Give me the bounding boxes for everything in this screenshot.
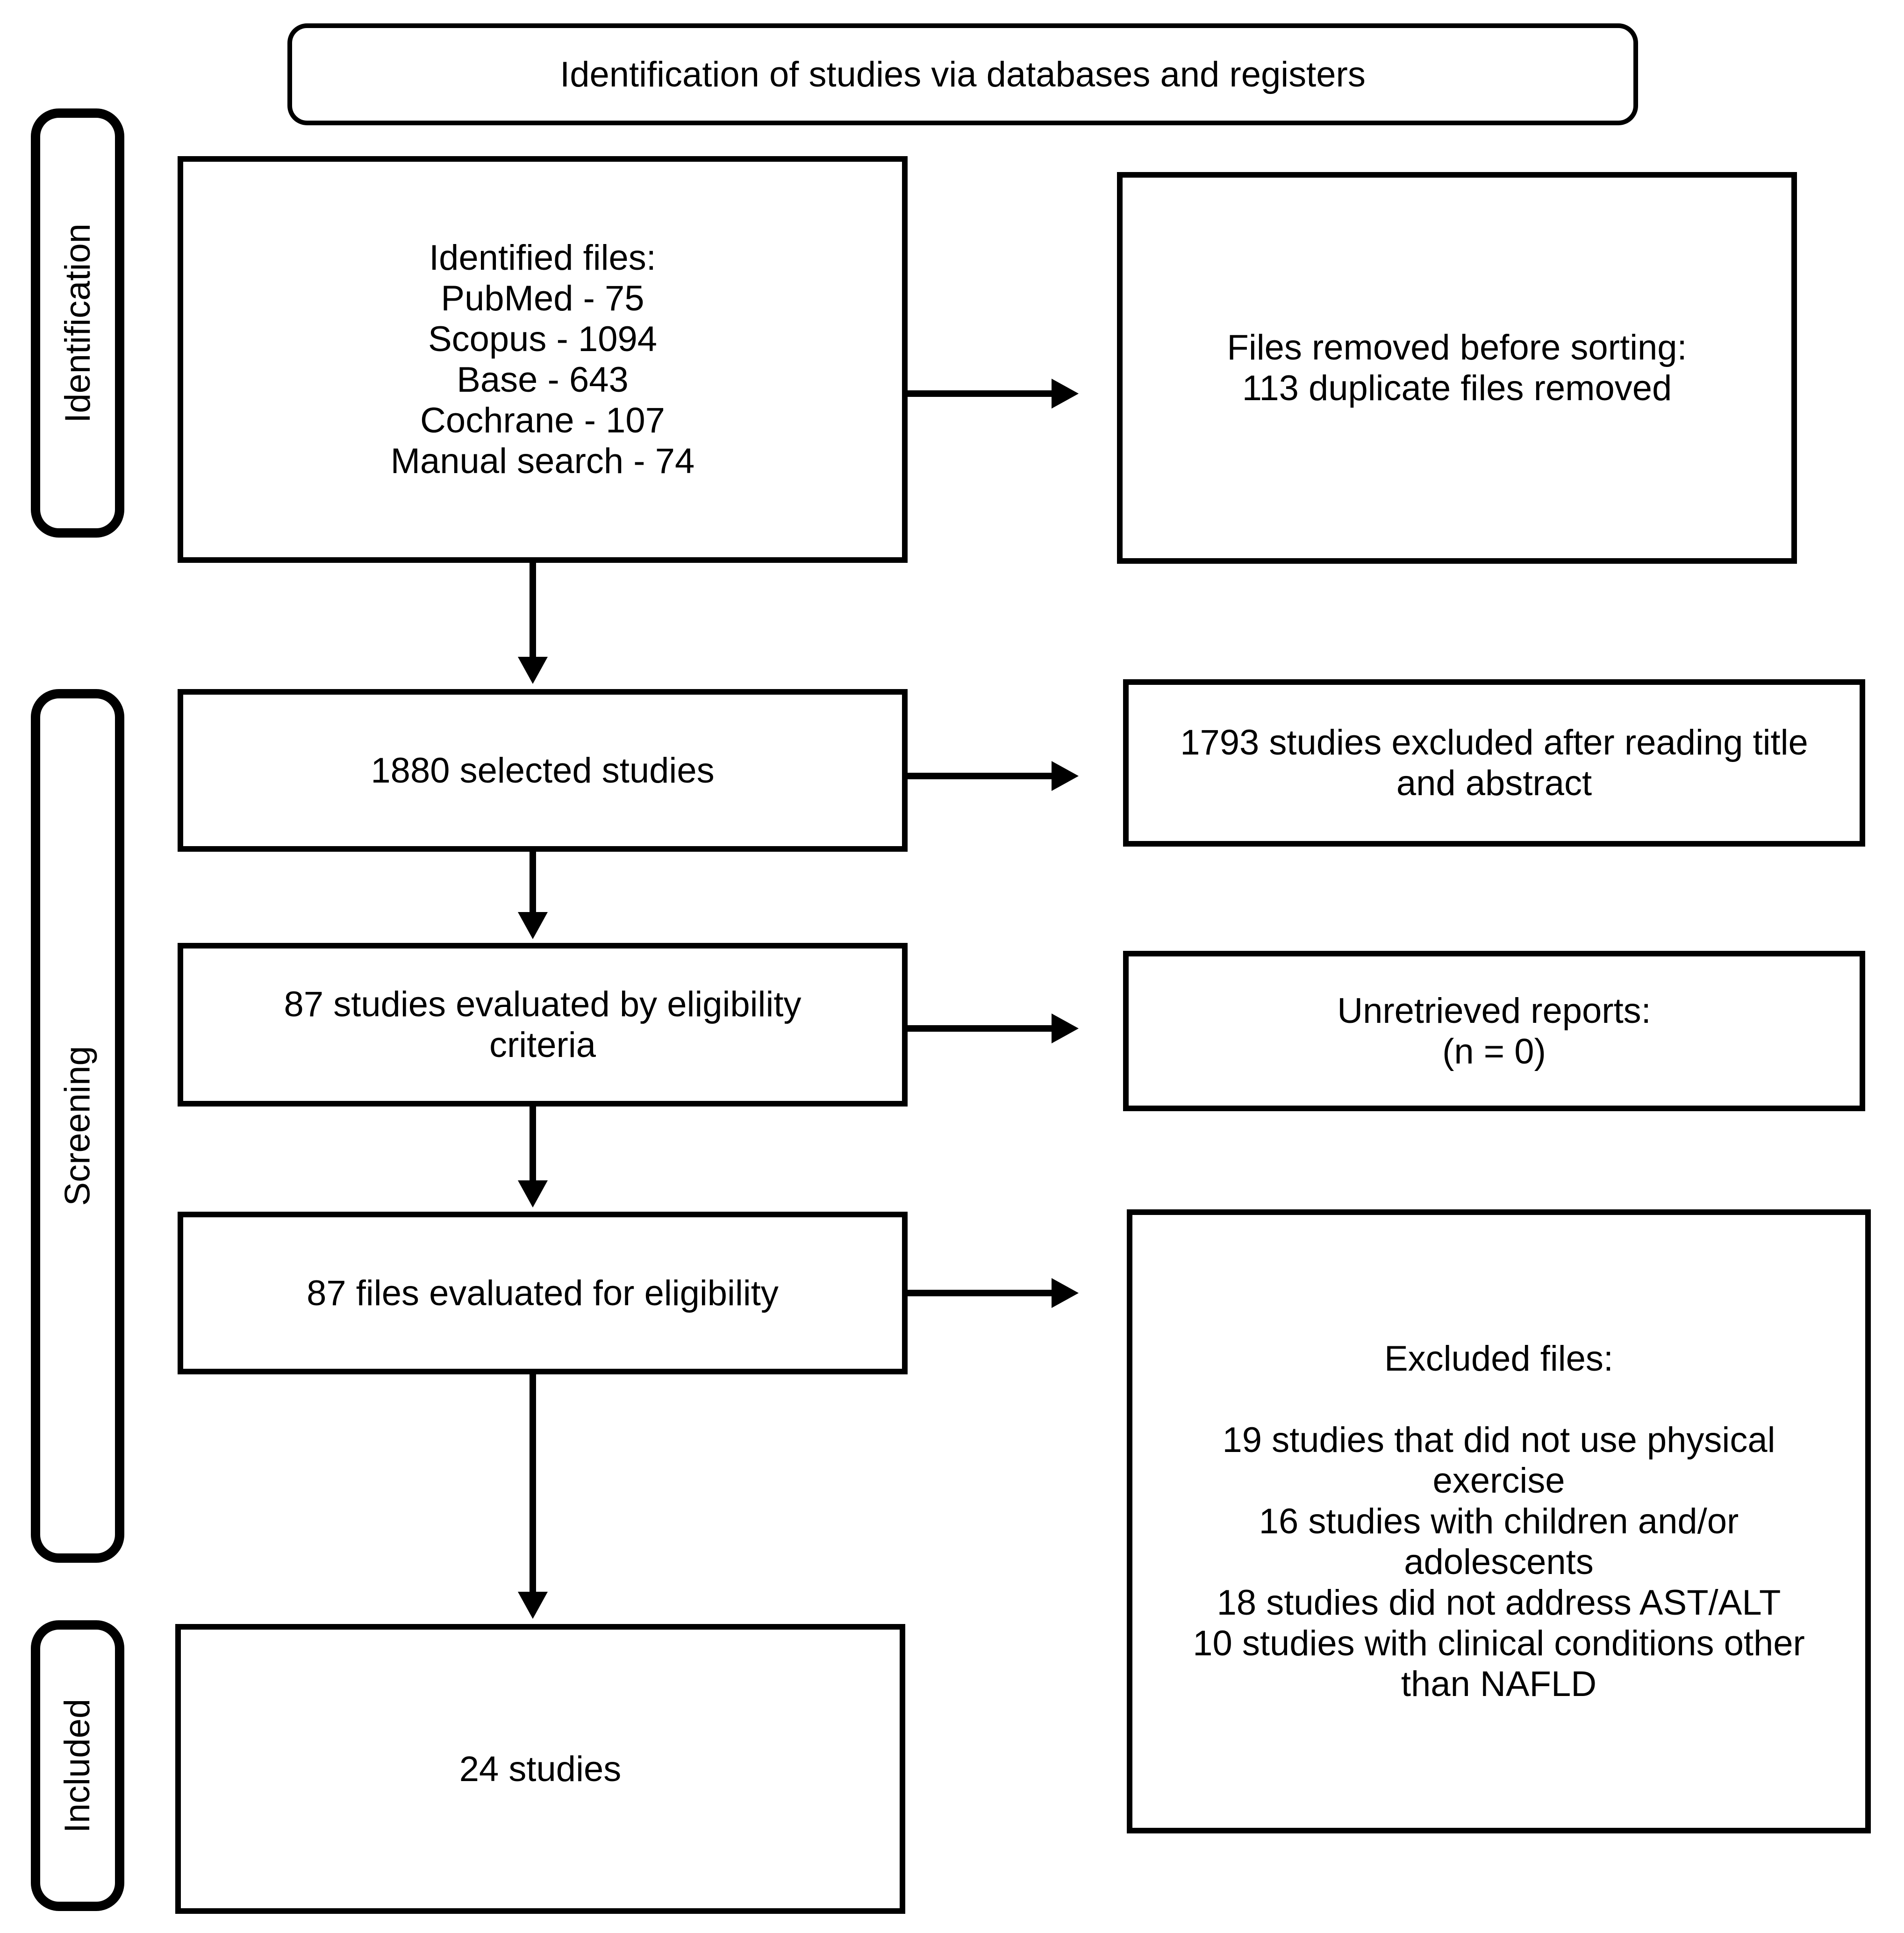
selected-studies-box: 1880 selected studies <box>178 689 908 852</box>
arrow-criteria-to-unretrieved-head-icon <box>1052 1013 1079 1043</box>
arrow-selected-to-excluded-head-icon <box>1052 761 1079 791</box>
identified-files-box: Identified files: PubMed - 75 Scopus - 1… <box>178 156 908 563</box>
arrow-criteria-to-eligibility-head-icon <box>518 1180 548 1207</box>
arrow-eligibility-to-included-head-icon <box>518 1592 548 1619</box>
stage-screening: Screening <box>31 689 124 1563</box>
arrow-selected-to-excluded <box>906 773 1052 779</box>
diagram-title-box: Identification of studies via databases … <box>287 23 1638 125</box>
arrow-eligibility-to-excluded-files <box>906 1290 1052 1296</box>
arrow-eligibility-to-included <box>530 1373 536 1592</box>
arrow-identified-to-selected <box>530 561 536 657</box>
excluded-files-box: Excluded files: 19 studies that did not … <box>1127 1209 1871 1833</box>
files-removed-before-sorting-box: Files removed before sorting: 113 duplic… <box>1117 172 1797 564</box>
stage-identification: Identification <box>31 108 124 538</box>
arrow-selected-to-criteria-head-icon <box>518 912 548 939</box>
arrow-selected-to-criteria <box>530 850 536 912</box>
stage-included: Included <box>31 1620 124 1911</box>
unretrieved-reports-box: Unretrieved reports: (n = 0) <box>1123 951 1865 1111</box>
arrow-identified-to-removed <box>906 390 1052 397</box>
stage-screening-label: Screening <box>57 1046 98 1206</box>
arrow-criteria-to-eligibility <box>530 1105 536 1180</box>
evaluated-by-eligibility-criteria-box: 87 studies evaluated by eligibility crit… <box>178 943 908 1107</box>
arrow-identified-to-removed-head-icon <box>1052 379 1079 409</box>
stage-included-label: Included <box>57 1698 98 1833</box>
excluded-title-abstract-box: 1793 studies excluded after reading titl… <box>1123 679 1865 847</box>
arrow-criteria-to-unretrieved <box>906 1025 1052 1032</box>
arrow-identified-to-selected-head-icon <box>518 657 548 684</box>
included-studies-box: 24 studies <box>175 1624 905 1914</box>
diagram-title: Identification of studies via databases … <box>560 54 1366 94</box>
arrow-eligibility-to-excluded-files-head-icon <box>1052 1278 1079 1308</box>
evaluated-for-eligibility-box: 87 files evaluated for eligibility <box>178 1212 908 1374</box>
stage-identification-label: Identification <box>57 223 98 423</box>
